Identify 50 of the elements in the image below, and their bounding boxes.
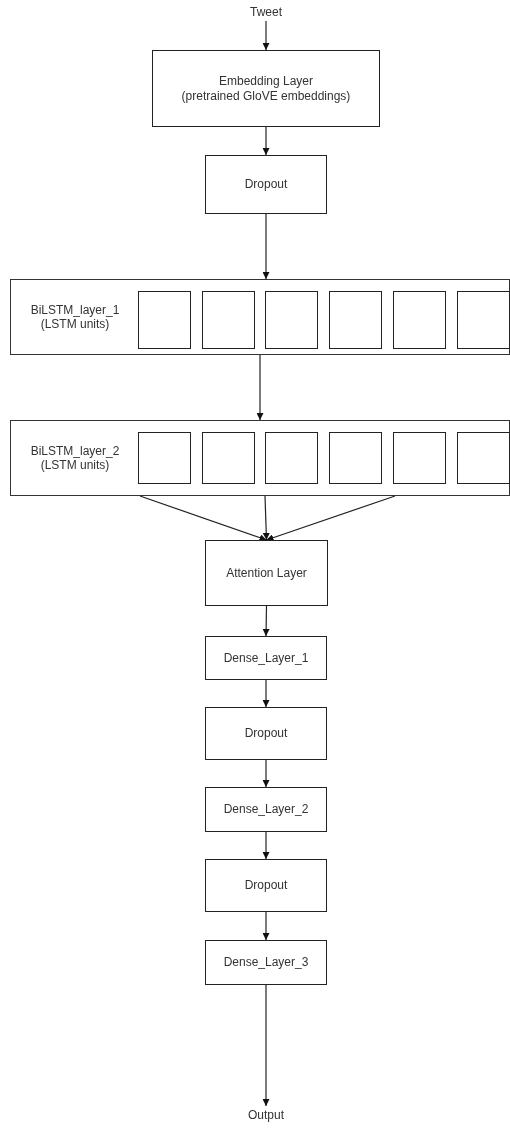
layer-label: Attention Layer: [226, 565, 307, 581]
unit-box: [392, 431, 446, 484]
layer-box: [205, 940, 327, 985]
layer-box: [205, 540, 328, 606]
arrow: [256, 354, 264, 421]
unit-box: [456, 290, 510, 349]
arrow: [262, 831, 270, 860]
layer-label: Dense_Layer_3: [223, 955, 309, 970]
unit-box: [201, 290, 255, 349]
layer-label: Dropout: [244, 177, 288, 192]
layer-label: BiLSTM_layer_1: [30, 302, 120, 317]
unit-box: [264, 431, 318, 484]
unit-box: [328, 290, 382, 349]
text-label: Output: [236, 1106, 296, 1124]
unit-box: [201, 431, 255, 484]
unit-box: [137, 290, 191, 349]
layer-label: Dense_Layer_1: [223, 650, 309, 666]
layer-label: (pretrained GloVE embeddings): [181, 88, 351, 103]
unit-box: [264, 290, 318, 349]
unit-box: [456, 431, 510, 484]
arrow: [262, 126, 270, 156]
arrow: [265, 495, 396, 542]
arrow: [262, 495, 270, 541]
layer-box: [205, 155, 327, 214]
layer-label: Dropout: [244, 726, 288, 741]
layer-box: [205, 636, 327, 680]
unit-box: [392, 290, 446, 349]
arrow: [262, 984, 270, 1107]
layer-box: [205, 859, 327, 912]
layer-label: Dropout: [244, 878, 288, 893]
arrow: [262, 679, 270, 708]
unit-box: [328, 431, 382, 484]
layer-box: [205, 707, 327, 760]
layer-panel: [10, 420, 510, 496]
layer-label: (LSTM units): [40, 458, 110, 473]
arrow: [262, 605, 270, 637]
layer-label: Dense_Layer_2: [223, 802, 309, 817]
arrow: [139, 495, 268, 541]
arrow: [262, 911, 270, 941]
arrow: [262, 759, 270, 788]
layer-label: Embedding Layer: [218, 74, 314, 89]
unit-box: [137, 431, 191, 484]
layer-box: [205, 787, 327, 832]
text-label: Tweet: [238, 3, 294, 21]
layer-label: (LSTM units): [40, 317, 110, 332]
arrow: [262, 20, 270, 51]
layer-panel: [10, 279, 510, 355]
layer-box: [152, 50, 380, 127]
layer-label: BiLSTM_layer_2: [30, 443, 120, 458]
arrow: [262, 213, 270, 280]
